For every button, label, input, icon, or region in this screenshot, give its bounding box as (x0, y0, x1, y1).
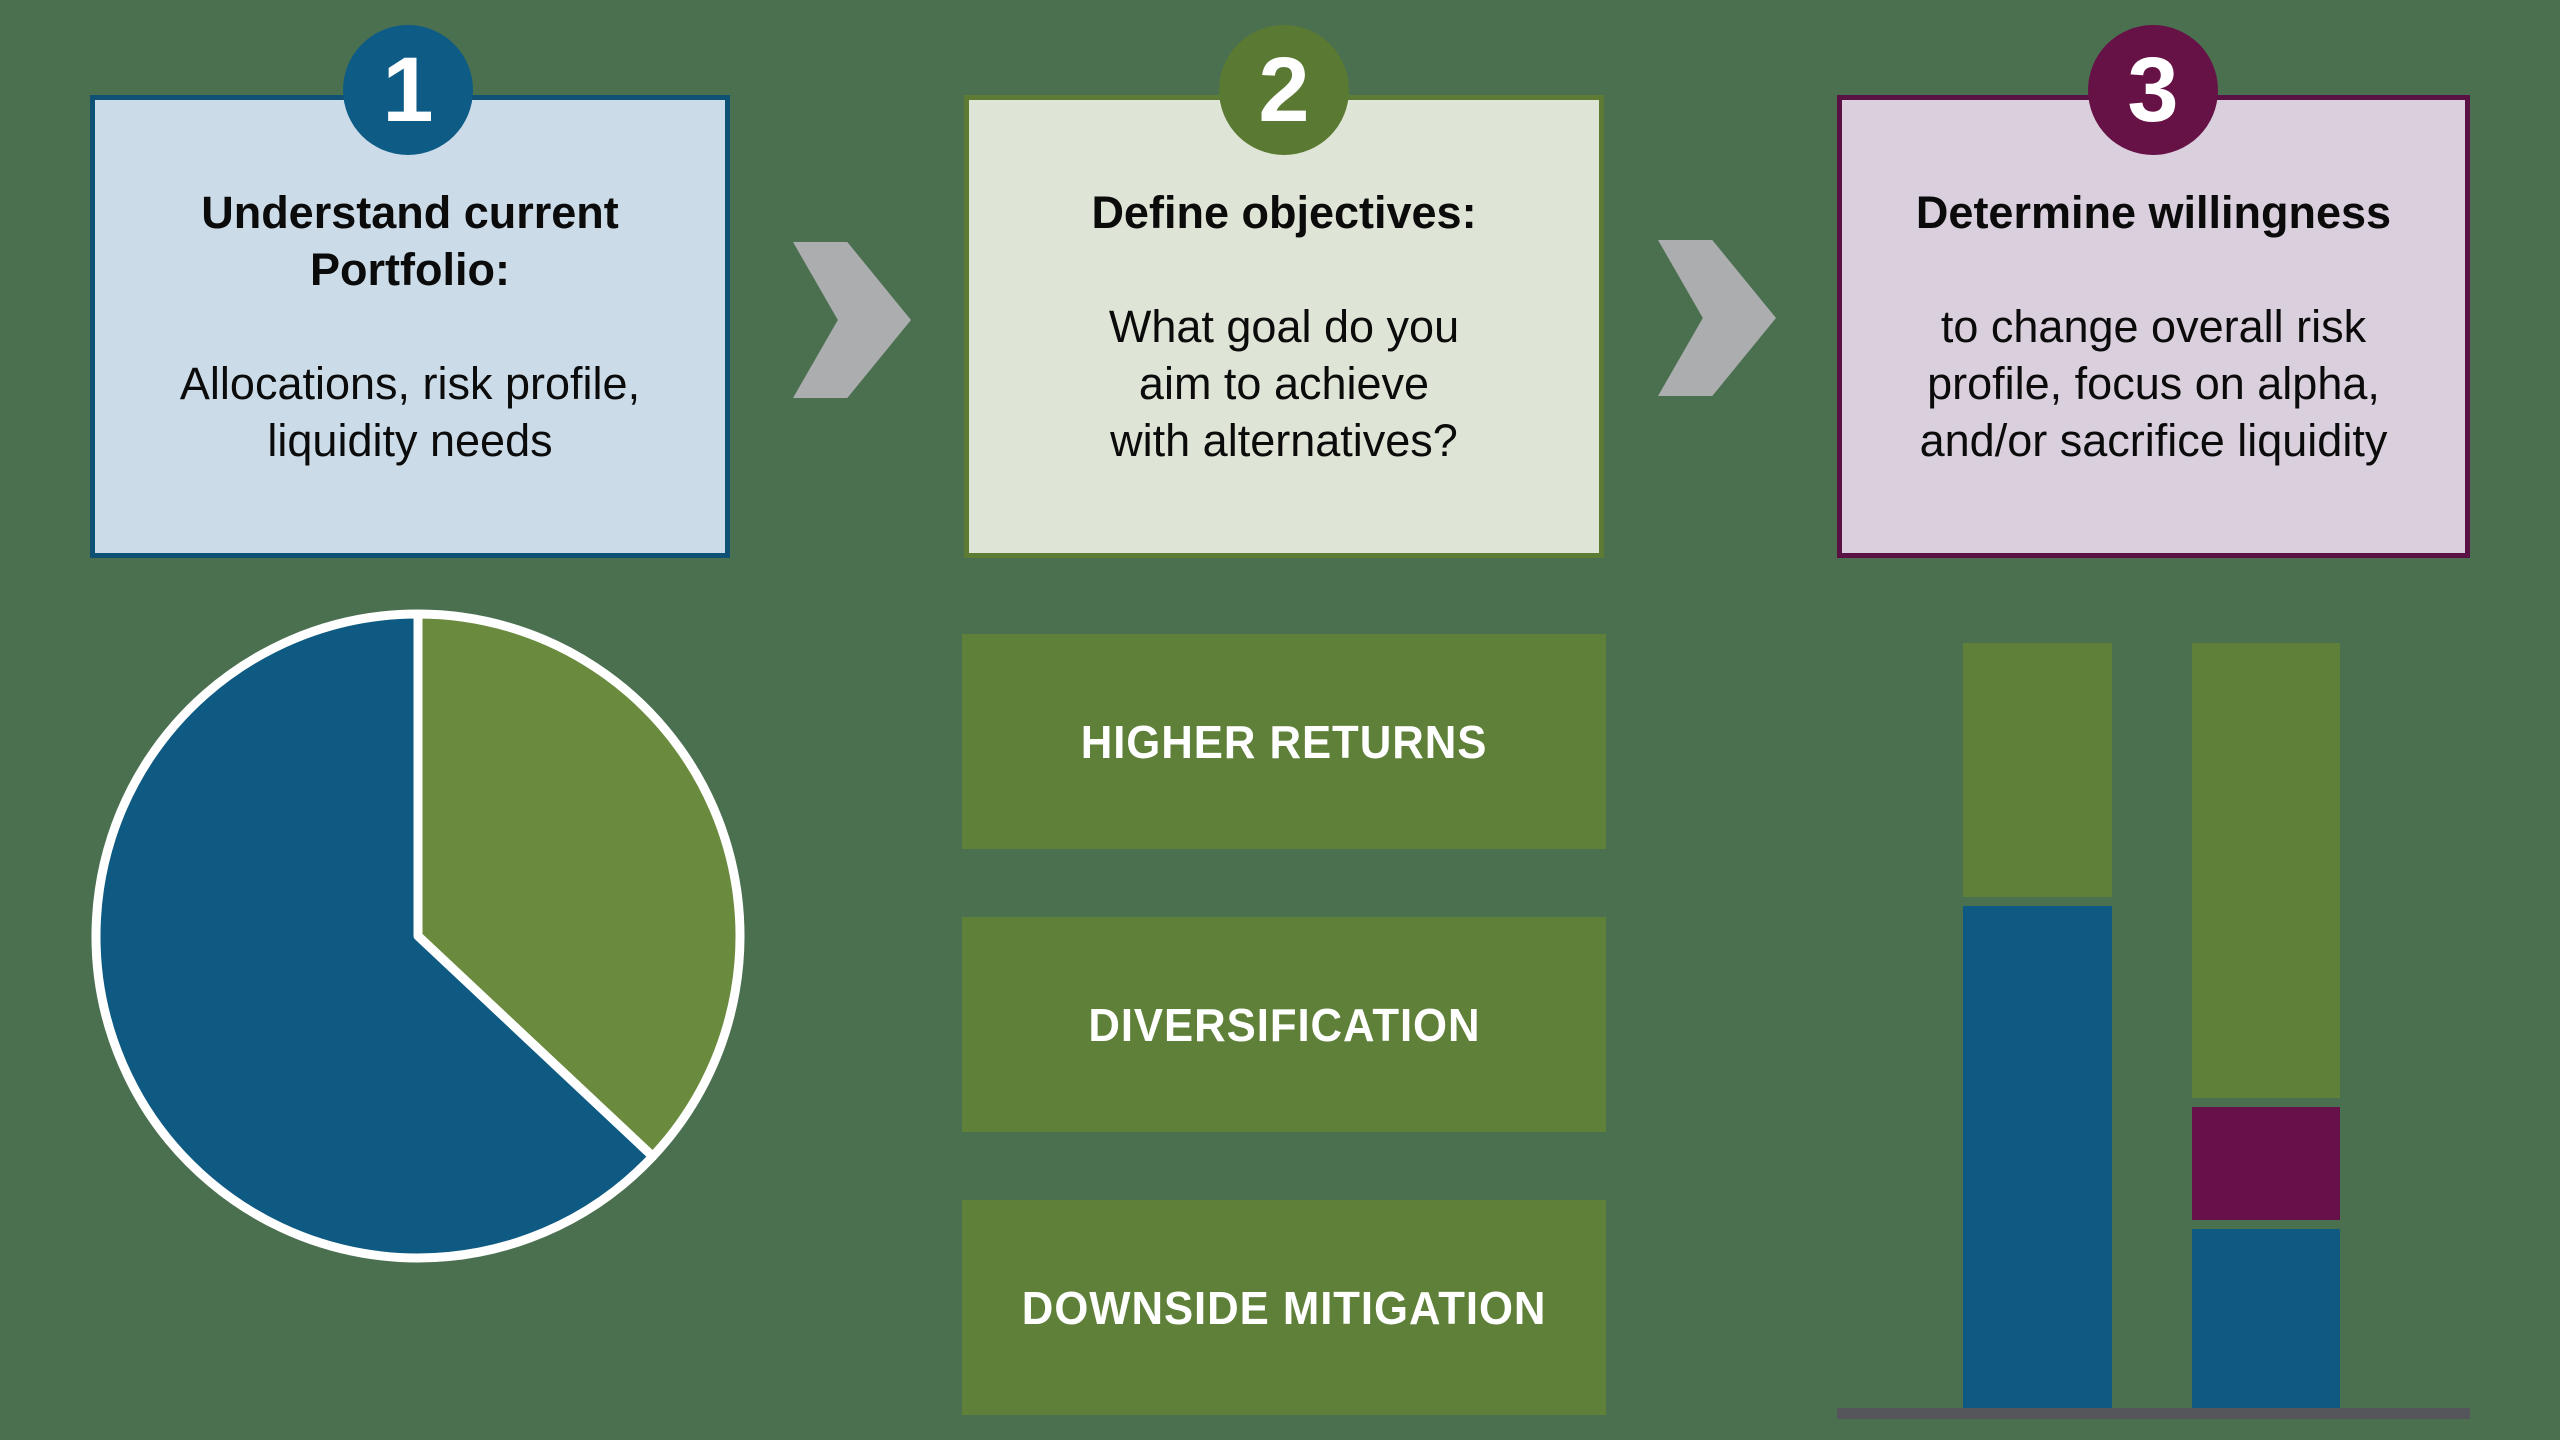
step-1-number: 1 (382, 38, 434, 141)
step-2-body: What goal do you aim to achieve with alt… (1108, 301, 1460, 466)
step-3-number-badge: 3 (2088, 25, 2218, 155)
chart-baseline (1837, 1408, 2470, 1419)
step-2-card: Define objectives: What goal do you aim … (964, 95, 1604, 558)
bar-segment-blue (1963, 905, 2112, 1408)
step-1-card: Understand current Portfolio: Allocation… (90, 95, 730, 558)
pie-slice-blue (91, 609, 658, 1263)
objective-button-label: HIGHER RETURNS (1080, 715, 1488, 768)
bar-segment-green (1963, 643, 2112, 897)
step-3-number: 3 (2127, 38, 2179, 141)
stacked-bar-1 (1963, 643, 2112, 1408)
step-3-card: Determine willingness to change overall … (1837, 95, 2470, 558)
bar-segment-green (2192, 643, 2340, 1098)
objective-button-label: DIVERSIFICATION (1087, 998, 1481, 1051)
bar-segment-maroon (2192, 1106, 2340, 1221)
step-2-number-badge: 2 (1219, 25, 1349, 155)
step-3-title: Determine willingness (1915, 187, 2392, 238)
step-3-body: to change overall risk profile, focus on… (1919, 301, 2388, 466)
step-3-text: Determine willingness to change overall … (1916, 184, 2391, 469)
objective-button-label: DOWNSIDE MITIGATION (1021, 1281, 1547, 1334)
stacked-bar-2 (2192, 643, 2340, 1408)
step-1-title: Understand current Portfolio: (201, 187, 619, 295)
chevron-right-icon (793, 242, 911, 398)
objective-button-downside-mitigation: DOWNSIDE MITIGATION (962, 1200, 1606, 1415)
step-2-title: Define objectives: (1091, 187, 1477, 238)
bar-segment-blue (2192, 1229, 2340, 1408)
step-2-text: Define objectives: What goal do you aim … (1091, 184, 1476, 469)
chevron-right-icon (1658, 240, 1776, 396)
objective-button-higher-returns: HIGHER RETURNS (962, 634, 1606, 849)
step-1-text: Understand current Portfolio: Allocation… (180, 184, 640, 469)
pie-slice-green (413, 609, 745, 1161)
step-1-body: Allocations, risk profile, liquidity nee… (179, 358, 641, 466)
step-2-number: 2 (1258, 38, 1310, 141)
portfolio-pie-chart (91, 609, 745, 1263)
objective-button-diversification: DIVERSIFICATION (962, 917, 1606, 1132)
step-1-number-badge: 1 (343, 25, 473, 155)
